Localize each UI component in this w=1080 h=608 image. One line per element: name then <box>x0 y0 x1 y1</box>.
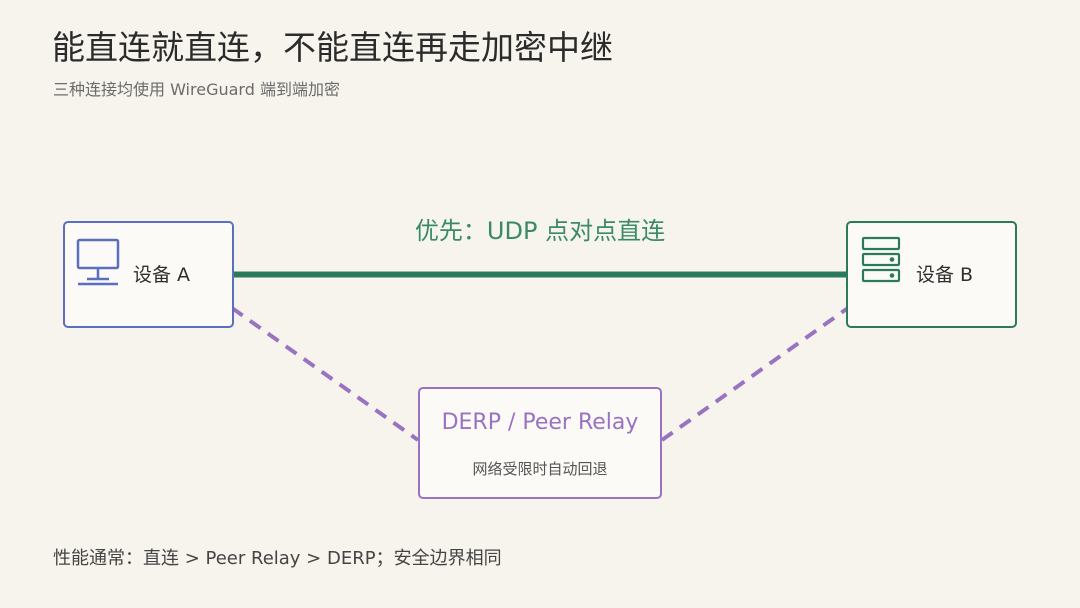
relay-subtitle: 网络受限时自动回退 <box>472 460 608 478</box>
relay-link-line-b <box>660 306 850 442</box>
device-a-label: 设备 A <box>133 264 191 286</box>
relay-title: DERP / Peer Relay <box>441 410 639 435</box>
device-b-label: 设备 B <box>916 264 974 286</box>
relay-link-line-a <box>230 306 420 442</box>
device-b-box: 设备 B <box>846 221 1017 328</box>
monitor-icon <box>76 238 120 286</box>
device-a-box: 设备 A <box>63 221 234 328</box>
page-title: 能直连就直连，不能直连再走加密中继 <box>52 28 613 67</box>
page-subtitle: 三种连接均使用 WireGuard 端到端加密 <box>53 80 340 99</box>
server-icon <box>861 236 901 283</box>
relay-box: DERP / Peer Relay 网络受限时自动回退 <box>418 387 662 499</box>
footer-note: 性能通常：直连 > Peer Relay > DERP；安全边界相同 <box>53 548 502 569</box>
direct-link-label: 优先：UDP 点对点直连 <box>414 217 666 245</box>
